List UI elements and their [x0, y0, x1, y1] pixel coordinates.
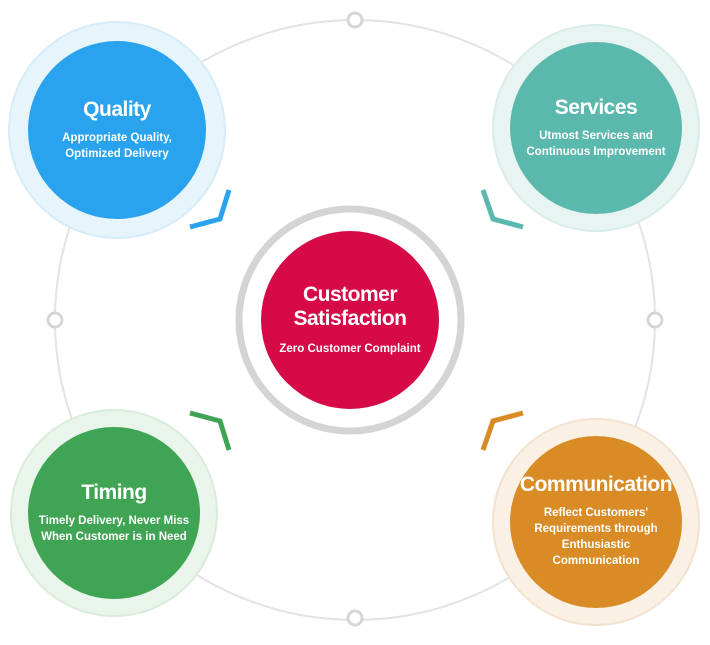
services-node-disc — [510, 42, 682, 214]
arrow-timing — [189, 410, 232, 451]
services-node-title: Services — [554, 96, 638, 119]
direction-arrows — [189, 189, 524, 451]
quality-node-title: Quality — [83, 98, 151, 121]
services-node-text: Services Utmost Services and Continuous … — [506, 48, 686, 208]
quality-node — [8, 21, 226, 239]
timing-node-title: Timing — [81, 481, 147, 504]
communication-node-disc — [510, 436, 682, 608]
ring-dot-left — [46, 311, 64, 329]
communication-node-title: Communication — [519, 473, 673, 496]
arrow-communication — [480, 410, 524, 451]
communication-node — [492, 418, 700, 626]
ring-dot-top — [346, 11, 364, 29]
center-node — [232, 202, 468, 438]
timing-node — [10, 409, 218, 617]
services-node — [492, 24, 700, 232]
quality-node-description: Appropriate Quality, Optimized Delivery — [62, 132, 172, 160]
timing-node-description: Timely Delivery, Never Miss When Custome… — [38, 515, 190, 543]
timing-node-disc — [28, 427, 200, 599]
quality-node-text: Quality Appropriate Quality, Optimized D… — [33, 50, 201, 210]
center-node-title: Customer Satisfaction — [293, 283, 407, 330]
ring-dot-right — [646, 311, 664, 329]
timing-node-text: Timing Timely Delivery, Never Miss When … — [26, 433, 202, 593]
ring-dot-bottom — [346, 609, 364, 627]
center-node-ring — [235, 205, 465, 435]
arrow-quality — [189, 189, 232, 230]
arrow-services — [480, 189, 524, 230]
communication-node-description: Reflect Customers' Requirements through … — [534, 507, 658, 567]
center-node-disc — [261, 231, 439, 409]
quality-node-disc — [28, 41, 206, 219]
services-node-description: Utmost Services and Continuous Improveme… — [526, 130, 666, 158]
center-node-text: Customer Satisfaction Zero Customer Comp… — [262, 236, 438, 404]
communication-node-text: Communication Reflect Customers' Require… — [508, 446, 684, 596]
center-node-description: Zero Customer Complaint — [279, 343, 421, 355]
ring-dots — [46, 11, 664, 627]
